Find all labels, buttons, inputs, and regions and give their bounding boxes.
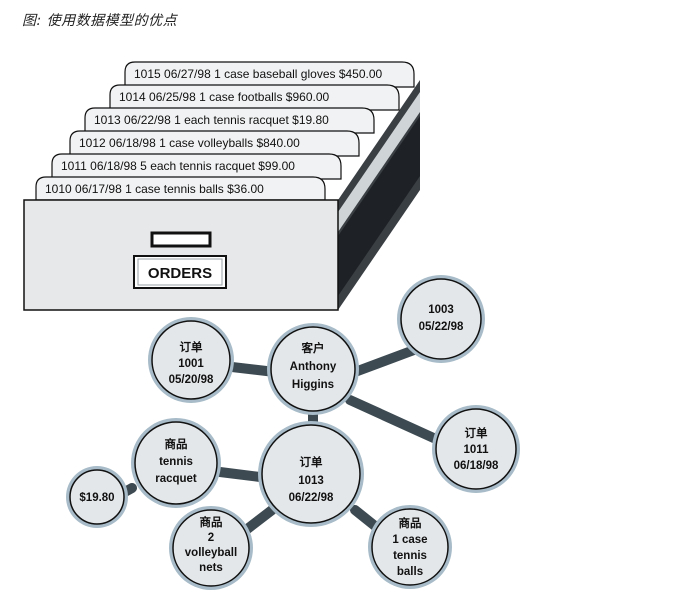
drawer-label-frame bbox=[133, 255, 227, 289]
node-line: racquet bbox=[155, 473, 197, 485]
node-line: $19.80 bbox=[79, 492, 114, 504]
node-line: 05/20/98 bbox=[169, 374, 214, 386]
node-line: 1001 bbox=[178, 358, 204, 370]
card-1012: 1012 06/18/98 1 case volleyballs $840.00 bbox=[69, 130, 360, 157]
connector-1013-volleyball bbox=[241, 505, 277, 535]
node-line: 1003 bbox=[428, 304, 454, 316]
node-line: 商品 bbox=[399, 516, 422, 530]
node-item-balls: 商品 1 case tennis balls bbox=[368, 505, 452, 589]
card-1010: 1010 06/17/98 1 case tennis balls $36.00 bbox=[35, 176, 326, 201]
card-text: 1012 06/18/98 1 case volleyballs $840.00 bbox=[79, 136, 300, 150]
connector-customer-1011 bbox=[345, 395, 443, 445]
node-line: volleyball bbox=[185, 547, 237, 559]
card-text: 1015 06/27/98 1 case baseball gloves $45… bbox=[134, 67, 383, 81]
node-item-volleyball: 商品 2 volleyball nets bbox=[169, 506, 253, 590]
card-1013: 1013 06/22/98 1 each tennis racquet $19.… bbox=[84, 107, 375, 134]
node-line: Higgins bbox=[292, 379, 334, 391]
card-text: 1011 06/18/98 5 each tennis racquet $99.… bbox=[61, 159, 295, 173]
node-line: nets bbox=[199, 562, 223, 574]
node-line: 订单 bbox=[465, 426, 488, 440]
card-1011: 1011 06/18/98 5 each tennis racquet $99.… bbox=[51, 153, 342, 180]
drawer-label: ORDERS bbox=[148, 265, 212, 282]
orders-drawer: 1015 06/27/98 1 case baseball gloves $45… bbox=[23, 61, 420, 311]
node-line: Anthony bbox=[290, 361, 337, 373]
node-price: $19.80 bbox=[66, 466, 128, 528]
node-line: balls bbox=[397, 566, 423, 578]
node-line: 商品 bbox=[200, 515, 223, 529]
node-order-1013: 订单 1013 06/22/98 bbox=[258, 421, 364, 527]
drawer-handle bbox=[150, 231, 212, 248]
node-item-racquet: 商品 tennis racquet bbox=[131, 418, 221, 508]
node-line: 订单 bbox=[300, 455, 323, 469]
node-line: tennis bbox=[393, 550, 427, 562]
node-line: 1 case bbox=[392, 534, 427, 546]
node-order-1003: 1003 05/22/98 bbox=[397, 275, 485, 363]
node-line: 2 bbox=[208, 532, 214, 544]
card-1015: 1015 06/27/98 1 case baseball gloves $45… bbox=[124, 61, 415, 88]
node-line: 06/22/98 bbox=[289, 492, 334, 504]
node-customer: 客户 Anthony Higgins bbox=[267, 323, 359, 415]
node-line: 05/22/98 bbox=[419, 321, 464, 333]
card-1014: 1014 06/25/98 1 case footballs $960.00 bbox=[109, 84, 400, 111]
card-text: 1014 06/25/98 1 case footballs $960.00 bbox=[119, 90, 329, 104]
figure-caption: 图: 使用数据模型的优点 bbox=[22, 13, 178, 29]
node-line: 客户 bbox=[301, 341, 325, 355]
node-line: 商品 bbox=[165, 437, 188, 451]
node-line: 1011 bbox=[464, 444, 490, 456]
node-line: 1013 bbox=[298, 475, 324, 487]
node-line: 订单 bbox=[180, 340, 203, 354]
node-order-1001: 订单 1001 05/20/98 bbox=[148, 317, 234, 403]
node-line: 06/18/98 bbox=[454, 460, 499, 472]
card-text: 1010 06/17/98 1 case tennis balls $36.00 bbox=[45, 182, 264, 196]
card-text: 1013 06/22/98 1 each tennis racquet $19.… bbox=[94, 113, 329, 127]
node-order-1011: 订单 1011 06/18/98 bbox=[432, 405, 520, 493]
connector-racquet-1013 bbox=[215, 467, 265, 482]
node-line: tennis bbox=[159, 456, 193, 468]
